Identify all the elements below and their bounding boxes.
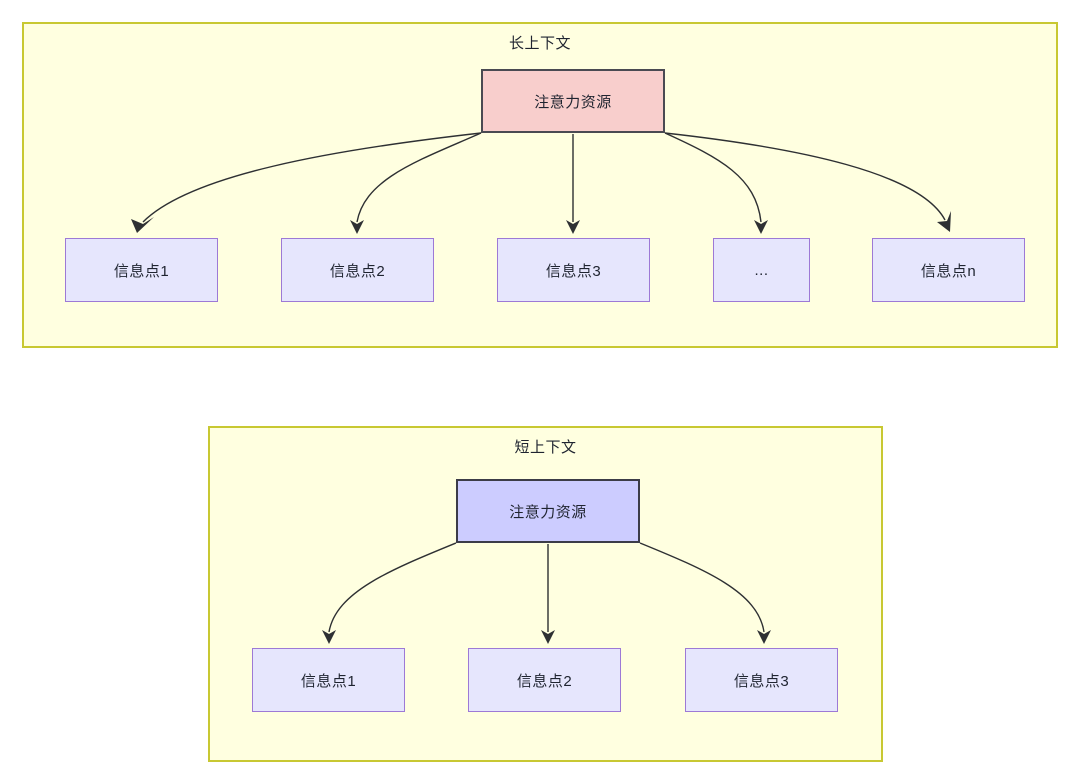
panel-short-context-title: 短上下文 [514,439,577,456]
leaf-node-short-2[interactable]: 信息点2 [468,648,621,712]
leaf-node-long-ellipsis[interactable]: ... [713,238,810,302]
leaf-node-long-2[interactable]: 信息点2 [281,238,434,302]
hub-node-short-context[interactable]: 注意力资源 [456,479,640,543]
panel-long-context-title: 长上下文 [508,35,571,52]
leaf-node-short-1[interactable]: 信息点1 [252,648,405,712]
leaf-node-long-3[interactable]: 信息点3 [497,238,650,302]
leaf-node-short-3[interactable]: 信息点3 [685,648,838,712]
hub-node-long-context[interactable]: 注意力资源 [481,69,665,133]
leaf-node-long-1[interactable]: 信息点1 [65,238,218,302]
leaf-node-long-n[interactable]: 信息点n [872,238,1025,302]
